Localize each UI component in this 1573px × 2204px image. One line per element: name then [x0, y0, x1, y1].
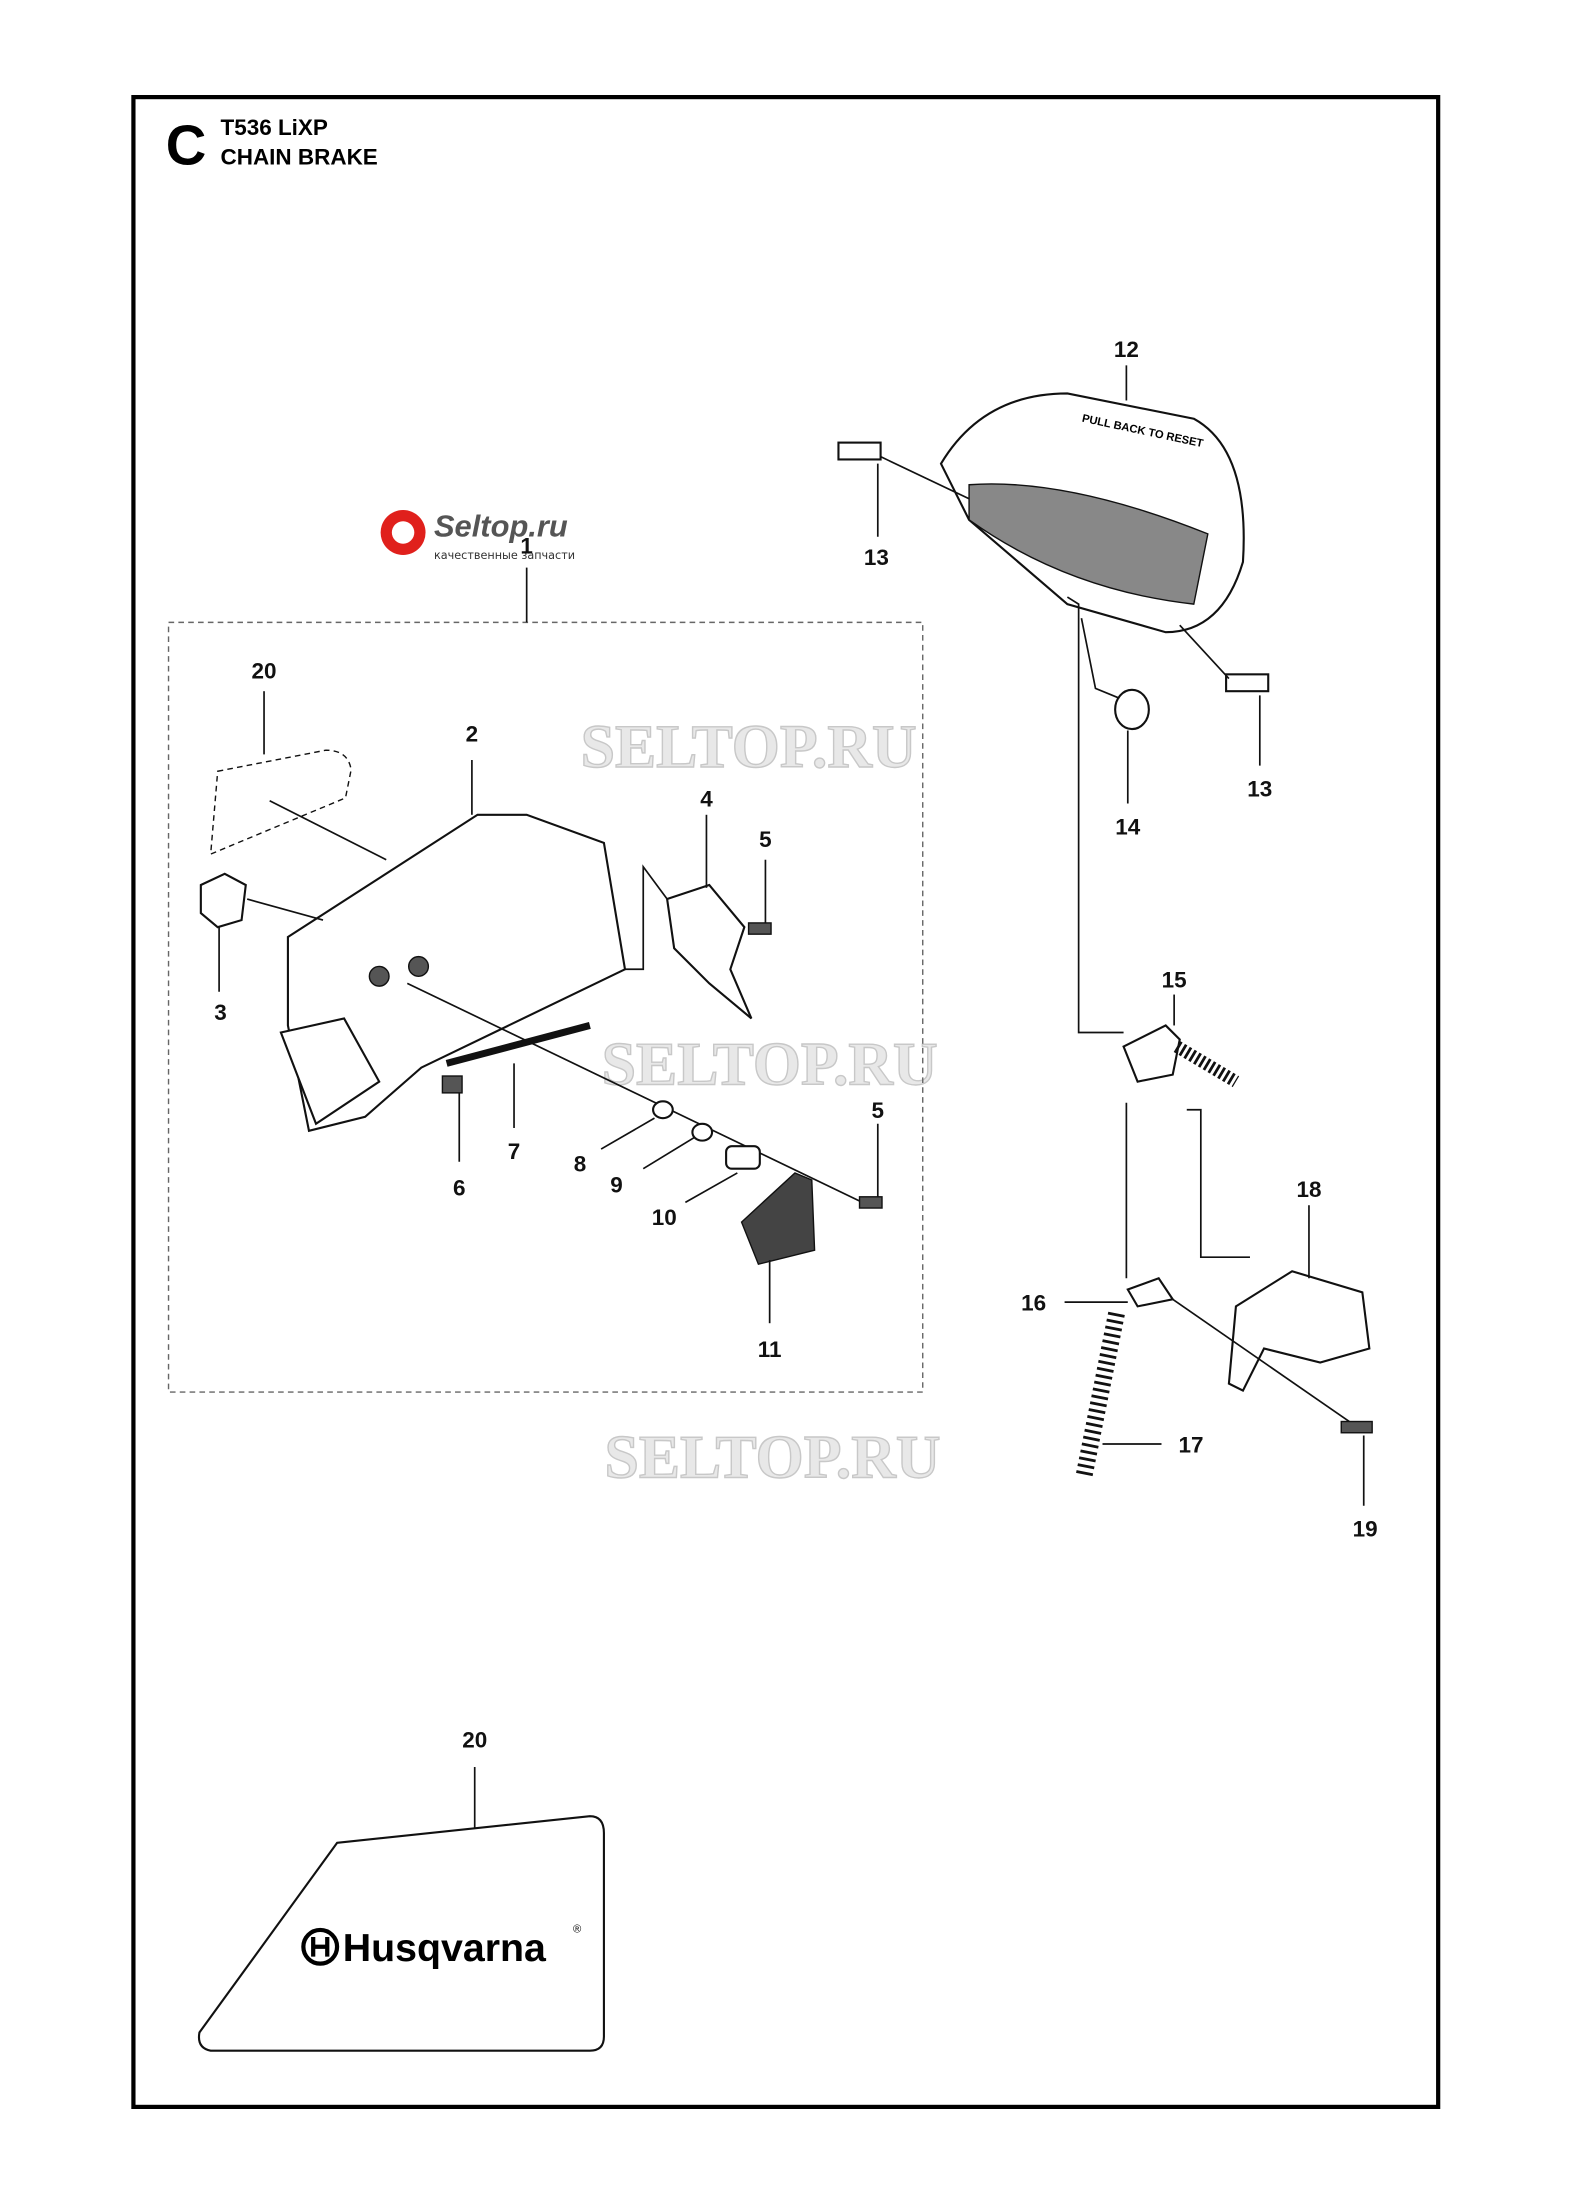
logo-tagline: качественные запчасти [434, 549, 575, 562]
callout: 1 [520, 534, 533, 559]
husqvarna-decal [197, 1815, 605, 2052]
logo-name: Seltop.ru [434, 509, 568, 544]
callout: 12 [1114, 337, 1139, 362]
callout: 7 [508, 1139, 520, 1164]
brake-bracket [1227, 1270, 1371, 1393]
page-frame [131, 94, 1441, 2110]
washer [691, 1122, 714, 1142]
torsion-spring [1114, 688, 1150, 731]
pin [441, 1075, 463, 1094]
husqvarna-h-icon [301, 1927, 340, 1966]
callout: 4 [700, 786, 713, 811]
callout: 14 [1115, 814, 1140, 839]
washer [652, 1100, 674, 1120]
link-part [1122, 1024, 1181, 1083]
callout: 20 [252, 659, 277, 684]
husqvarna-brand: Husqvarna [343, 1926, 547, 1970]
bushing [725, 1145, 761, 1170]
husqvarna-logo: Husqvarna ® [301, 1924, 582, 1970]
screw [747, 922, 772, 935]
watermark: SELTOP.RU [602, 1030, 938, 1098]
screw [1225, 673, 1270, 693]
brake-lever [740, 1172, 816, 1266]
latch [1126, 1276, 1175, 1308]
callout: 6 [453, 1175, 466, 1200]
watermark: SELTOP.RU [604, 1424, 940, 1492]
callout: 18 [1296, 1177, 1321, 1202]
callout: 8 [574, 1152, 587, 1177]
watermark: SELTOP.RU [581, 713, 917, 781]
callout: 17 [1178, 1432, 1203, 1457]
decal-outline [209, 749, 352, 856]
callout: 5 [759, 827, 772, 852]
coil-spring [1075, 1311, 1125, 1477]
callout: 15 [1162, 968, 1187, 993]
callout: 16 [1021, 1291, 1046, 1316]
kit-box [167, 621, 924, 1393]
model-name: T536 LiXP [221, 115, 328, 140]
callout: 13 [1247, 777, 1272, 802]
page-title: CHAIN BRAKE [221, 145, 378, 170]
seltop-logo: Seltop.ru качественные запчасти [380, 509, 575, 562]
callout: 20 [462, 1727, 487, 1752]
screw [858, 1196, 883, 1209]
callout: 10 [652, 1205, 677, 1230]
brand-mark: ® [573, 1924, 582, 1936]
screw [1340, 1420, 1373, 1434]
callout: 5 [872, 1098, 885, 1123]
screw [837, 441, 882, 461]
callout: 9 [610, 1173, 623, 1198]
knob-part [199, 872, 247, 929]
brake-plate [665, 883, 753, 1020]
callout: 3 [214, 1000, 227, 1025]
section-letter: C [166, 114, 207, 177]
callout: 11 [758, 1337, 782, 1362]
callout: 2 [466, 722, 478, 747]
callout: 19 [1353, 1517, 1378, 1542]
callout: 13 [864, 545, 889, 570]
